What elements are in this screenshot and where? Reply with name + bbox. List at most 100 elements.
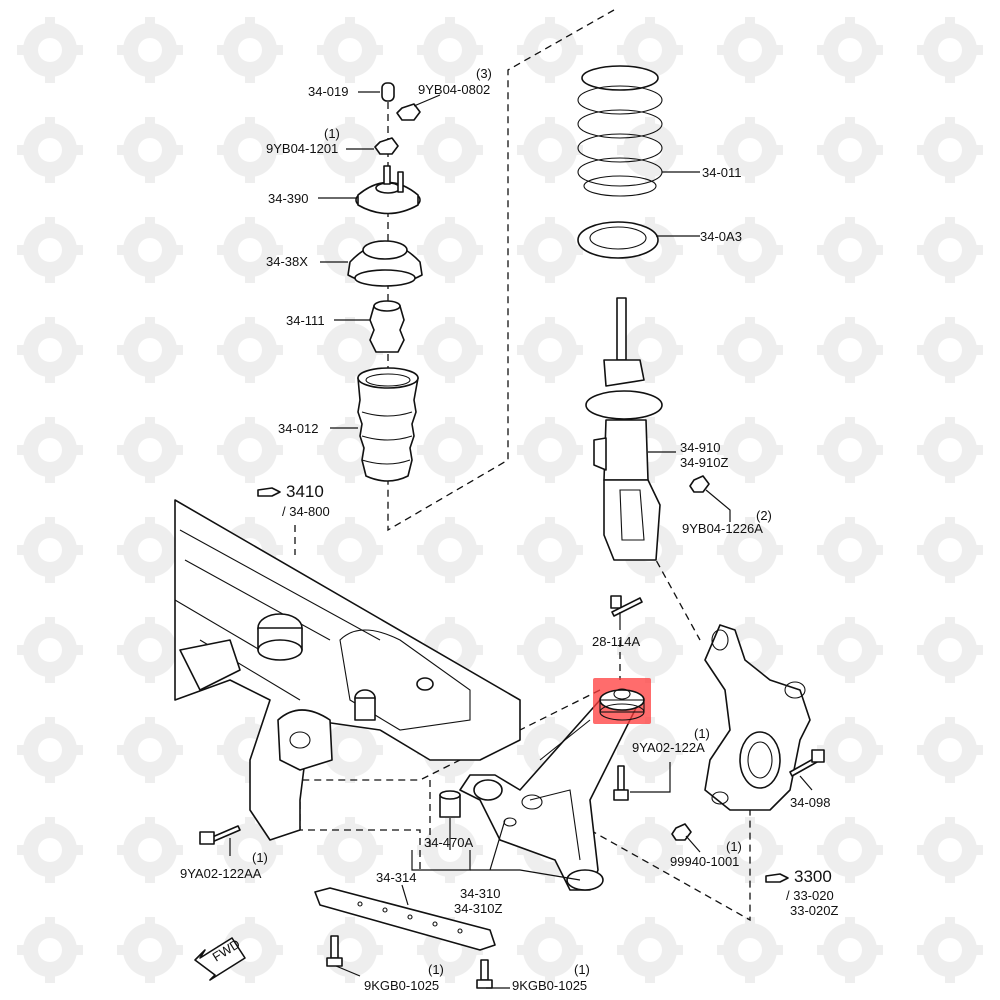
watermark-gear-icon [17,417,83,483]
watermark-gear-icon [917,917,983,983]
watermark-gear-icon [117,517,183,583]
watermark-gear-icon [117,617,183,683]
watermark-gear-icon [917,17,983,83]
nut-9yb04-1226a [689,475,710,493]
watermark-gear-icon [17,617,83,683]
pointing-hand-icon-3410 [257,487,281,497]
watermark-gear-icon [317,917,383,983]
watermark-gear-icon [17,517,83,583]
watermark-gear-icon [817,917,883,983]
watermark-gear-icon [917,417,983,483]
watermark-gear-icon [517,17,583,83]
watermark-gear-icon [17,17,83,83]
watermark-gear-icon [417,117,483,183]
watermark-gear-icon [217,217,283,283]
watermark-gear-icon [817,317,883,383]
watermark-gear-icon [417,317,483,383]
label-34-011: 34-011 [702,165,742,180]
label-3300: 3300 [794,867,832,886]
pointing-hand-icon-3300 [765,873,789,883]
watermark-gear-icon [17,917,83,983]
watermark-gear-icon [917,517,983,583]
watermark-gear-icon [617,817,683,883]
watermark-gear-icon [517,217,583,283]
label-9yb04-0802-qty: (3) [476,66,492,81]
watermark-gear-icon [117,317,183,383]
watermark-gear-icon [417,17,483,83]
label-9kgb0-1025-left-qty: (1) [428,962,444,977]
watermark-gear-icon [317,817,383,883]
watermark-gear-icon [817,17,883,83]
watermark-gear-icon [617,917,683,983]
strut-mount-parts [347,82,423,482]
label-99940-1001: 99940-1001 [670,854,739,869]
watermark-gear-icon [117,917,183,983]
watermark-gear-icon [417,417,483,483]
nut-9yb04-0802 [396,103,421,121]
watermark-gear-icon [717,917,783,983]
watermark-gear-icon [817,617,883,683]
spring-seat-34-0a3 [577,221,659,259]
watermark-gear-icon [917,317,983,383]
nut-9yb04-1201 [374,137,399,155]
part-labels: 34-019 (3) 9YB04-0802 (1) 9YB04-1201 34-… [180,66,838,993]
upper-mount-34-390 [355,165,421,215]
watermark-gear-icon [517,517,583,583]
watermark-gear-icon [817,117,883,183]
watermark-gear-icon [317,17,383,83]
watermark-gear-icon [717,17,783,83]
label-33-020z: 33-020Z [790,903,838,918]
watermark-gear-icon [117,817,183,883]
label-34-019: 34-019 [308,84,348,99]
label-9yb04-0802: 9YB04-0802 [418,82,490,97]
highlighted-bushing [593,678,651,724]
bushing-34-470a [439,790,461,818]
watermark-gear-icon [917,217,983,283]
watermark-gear-icon [117,217,183,283]
watermark-gear-icon [617,617,683,683]
bolt-34-098 [789,749,825,777]
label-9kgb0-1025-left: 9KGB0-1025 [364,978,439,993]
watermark-gear-icon [517,117,583,183]
watermark-gear-icon [517,617,583,683]
label-34-910: 34-910 [680,440,720,455]
label-9ya02-122aa-qty: (1) [252,850,268,865]
label-28-114a: 28-114A [592,634,641,649]
watermark-gear-icon [17,217,83,283]
watermark-gear-icon [917,117,983,183]
lower-arm-34-310 [459,699,641,891]
label-34-012: 34-012 [278,421,318,436]
bump-stop-34-111 [369,300,405,353]
watermark-gear-icon [917,617,983,683]
label-9ya02-122aa: 9YA02-122AA [180,866,262,881]
watermark-gear-icon [717,317,783,383]
label-34-310z: 34-310Z [454,901,502,916]
watermark-gear-icon [717,417,783,483]
label-9yb04-1201: 9YB04-1201 [266,141,338,156]
leader-lines [229,91,813,989]
bolt-9kgb0-1025-right [476,959,493,989]
watermark-gear-icon [17,117,83,183]
label-9kgb0-1025-right: 9KGB0-1025 [512,978,587,993]
strut-34-910 [585,297,663,561]
watermark-gear-icon [817,717,883,783]
dust-boot-34-012 [357,367,419,482]
label-9yb04-1226a: 9YB04-1226A [682,521,763,536]
cap-34-019 [381,82,395,102]
label-9ya02-122a-qty: (1) [694,726,710,741]
label-99940-1001-qty: (1) [726,839,742,854]
label-9kgb0-1025-right-qty: (1) [574,962,590,977]
label-34-314: 34-314 [376,870,416,885]
watermark-gear-icon [517,417,583,483]
bolt-9ya02-122aa [199,825,241,845]
watermark-gear-icon [17,817,83,883]
subframe-34-800 [174,499,521,841]
bolt-28-114a [610,595,643,617]
label-34-38x: 34-38X [266,254,308,269]
label-33-020: / 33-020 [786,888,834,903]
watermark-gear-icon [117,117,183,183]
watermark-gear-icon [717,217,783,283]
watermark-gear-icon [517,317,583,383]
label-9yb04-1226a-qty: (2) [756,508,772,523]
label-34-390: 34-390 [268,191,308,206]
